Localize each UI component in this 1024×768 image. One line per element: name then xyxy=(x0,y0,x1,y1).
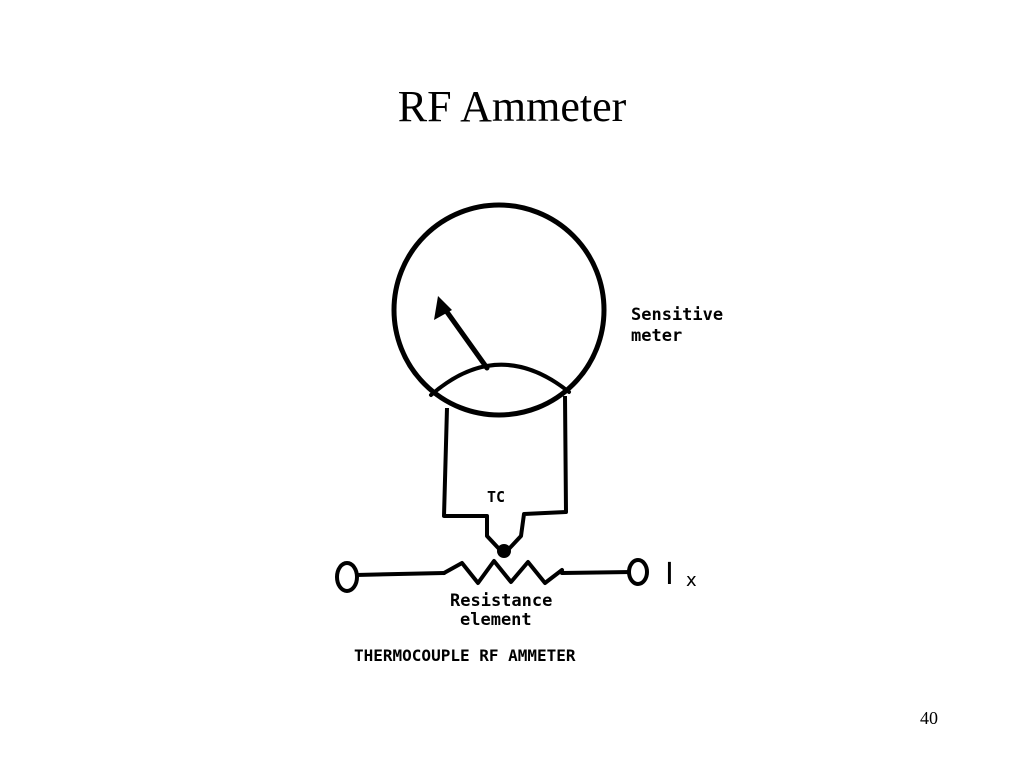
resistor-zigzag xyxy=(442,559,564,585)
current-label: I xyxy=(665,557,674,592)
meter-needle-arrowhead xyxy=(434,296,452,320)
current-subscript: x xyxy=(686,570,697,591)
sensitive-meter xyxy=(391,202,607,418)
left-terminal xyxy=(335,561,359,593)
right-lead xyxy=(504,395,568,554)
diagram-caption: THERMOCOUPLE RF AMMETER xyxy=(354,646,576,665)
meter-dial-circle xyxy=(391,202,607,418)
left-lead xyxy=(442,407,504,554)
thermocouple-label: TC xyxy=(487,488,505,506)
slide-title: RF Ammeter xyxy=(397,82,627,131)
meter-label-line2: meter xyxy=(631,326,682,346)
thermocouple-junction xyxy=(497,544,511,558)
right-terminal xyxy=(627,558,649,586)
resistance-label-line1: Resistance xyxy=(450,591,552,611)
page-number: 40 xyxy=(920,708,938,728)
meter-needle xyxy=(439,302,490,371)
right-wire xyxy=(560,570,634,575)
meter-movement-arc xyxy=(429,362,571,397)
meter-label-line1: Sensitive xyxy=(631,305,723,325)
resistance-element xyxy=(354,559,634,585)
meter-leads xyxy=(442,395,568,554)
resistance-label-line2: element xyxy=(460,610,532,630)
left-wire xyxy=(354,571,446,577)
